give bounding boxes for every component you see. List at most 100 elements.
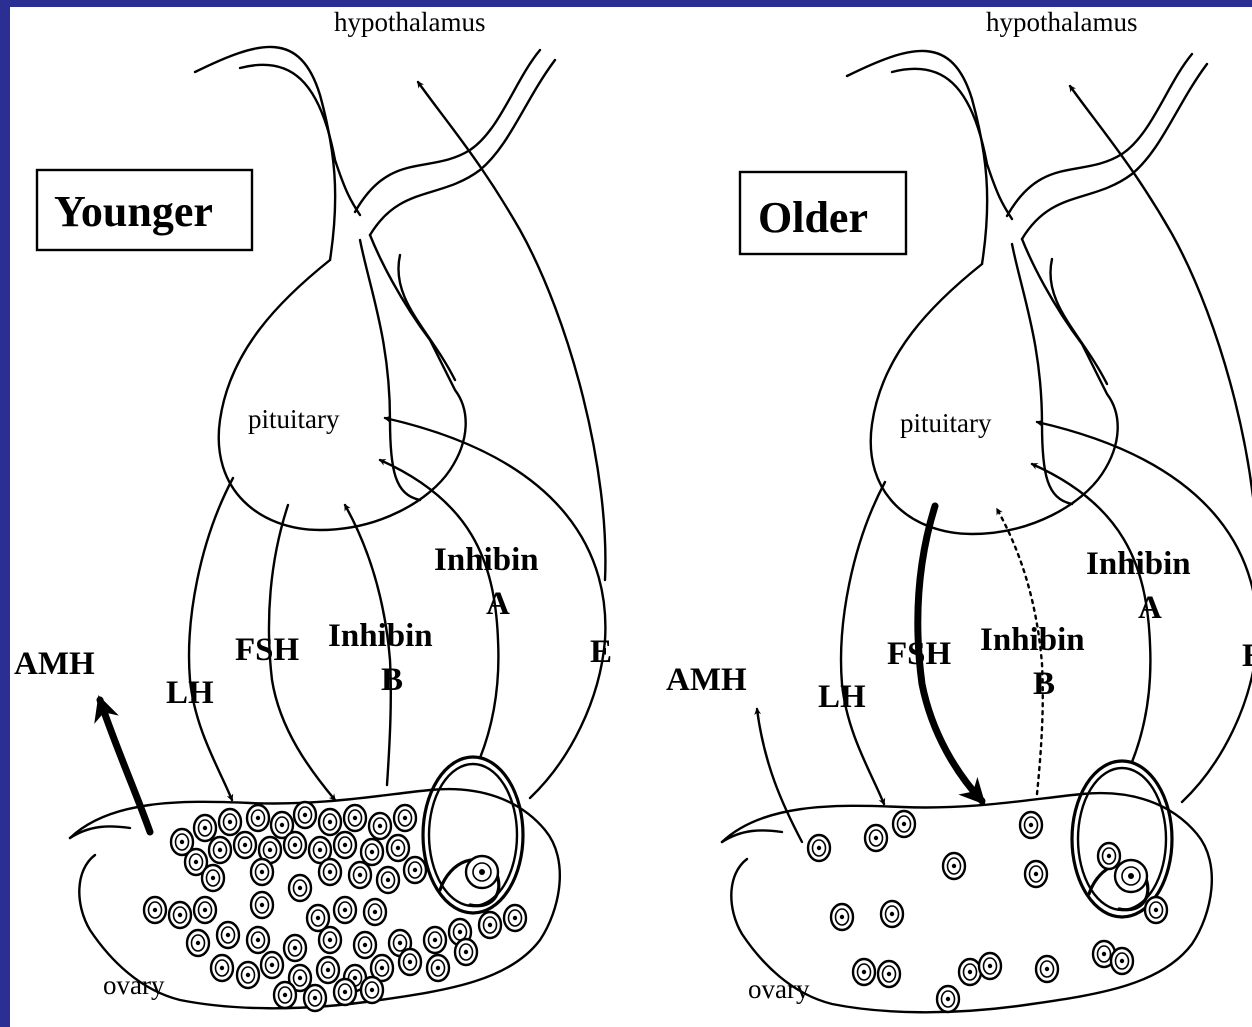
amh-arrow (757, 709, 802, 842)
stalk-left-inner (240, 65, 360, 215)
panel-older: hypothalamus pituitary ovary AMH LH FSH … (666, 7, 1252, 1012)
inhibin-b-letter: B (381, 662, 403, 698)
small-follicle (853, 959, 875, 985)
small-follicle (424, 927, 446, 953)
small-follicle (831, 904, 853, 930)
diagram-canvas: hypothalamus pituitary ovary AMH LH FSH … (10, 7, 1252, 1027)
fsh-label: FSH (887, 636, 952, 672)
small-follicle (865, 825, 887, 851)
panel-younger: hypothalamus pituitary ovary AMH LH FSH … (14, 7, 612, 1011)
inhibin-a-arrow (1032, 464, 1150, 762)
small-follicle (387, 835, 409, 861)
small-follicle (344, 805, 366, 831)
stalk-right-inner (370, 60, 555, 235)
estrogen-label: E (1242, 638, 1252, 674)
small-follicle (1111, 948, 1133, 974)
hormone-feedback-diagram: hypothalamus pituitary ovary AMH LH FSH … (10, 7, 1252, 1027)
small-follicle (361, 977, 383, 1003)
lh-label: LH (818, 679, 866, 715)
pituitary-right-loop (1050, 259, 1107, 384)
inhibin-a-label: Inhibin (1086, 546, 1191, 582)
small-follicle (369, 813, 391, 839)
ovary-label: ovary (748, 974, 810, 1004)
estrogen-hypothalamus-arrow (1070, 86, 1252, 584)
panel-title: Older (758, 193, 868, 242)
small-follicle (404, 857, 426, 883)
inhibin-a-letter: A (1138, 590, 1162, 626)
pituitary-outline (871, 239, 1118, 534)
amh-arrow (100, 700, 150, 832)
small-follicle (144, 897, 166, 923)
small-follicle (284, 935, 306, 961)
small-follicle (881, 901, 903, 927)
small-follicle (1036, 956, 1058, 982)
small-follicle (893, 811, 915, 837)
small-follicle (247, 927, 269, 953)
small-follicle (187, 930, 209, 956)
small-follicle (169, 902, 191, 928)
ovary-left-lip (722, 830, 782, 842)
small-follicle (234, 832, 256, 858)
small-follicle (219, 809, 241, 835)
small-follicle (937, 986, 959, 1012)
hypothalamus-label: hypothalamus (334, 7, 485, 37)
small-follicle (943, 853, 965, 879)
stalk-left-inner (892, 69, 1012, 219)
follicle-cluster-older (808, 811, 1167, 1012)
lh-arrow (189, 478, 233, 800)
small-follicle (209, 837, 231, 863)
inhibin-a-letter: A (486, 586, 510, 622)
small-follicle (334, 897, 356, 923)
estrogen-hypothalamus-arrow (418, 82, 605, 580)
small-follicle (479, 912, 501, 938)
small-follicle (317, 957, 339, 983)
small-follicle (194, 897, 216, 923)
small-follicle (455, 939, 477, 965)
small-follicle (202, 865, 224, 891)
small-follicle (377, 867, 399, 893)
small-follicle (274, 982, 296, 1008)
small-follicle (211, 955, 233, 981)
small-follicle (251, 892, 273, 918)
small-follicle (364, 899, 386, 925)
inhibin-a-arrow (380, 460, 498, 758)
pituitary-label: pituitary (248, 404, 340, 434)
small-follicle (959, 959, 981, 985)
small-follicle (361, 839, 383, 865)
lh-label: LH (166, 675, 214, 711)
small-follicle (979, 953, 1001, 979)
small-follicle (194, 815, 216, 841)
amh-label: AMH (666, 662, 747, 698)
dominant-follicle (1072, 761, 1172, 917)
small-follicle (289, 875, 311, 901)
small-follicle (261, 952, 283, 978)
fsh-label: FSH (235, 632, 300, 668)
small-follicle (394, 805, 416, 831)
small-follicle (399, 949, 421, 975)
small-follicle (427, 955, 449, 981)
small-follicle (319, 859, 341, 885)
small-follicle (251, 859, 273, 885)
small-follicle (319, 927, 341, 953)
small-follicle (294, 802, 316, 828)
small-follicle (334, 979, 356, 1005)
small-follicle (1020, 812, 1042, 838)
ovary-label: ovary (103, 970, 165, 1000)
small-follicle (1098, 843, 1120, 869)
small-follicle (1025, 861, 1047, 887)
small-follicle (319, 809, 341, 835)
small-follicle (334, 832, 356, 858)
small-follicle (237, 962, 259, 988)
stalk-right-inner (1022, 64, 1207, 239)
pituitary-outline (219, 235, 466, 530)
small-follicle (808, 835, 830, 861)
inhibin-b-letter: B (1033, 666, 1055, 702)
ovary-left-lip (70, 826, 130, 838)
inhibin-b-label: Inhibin (328, 618, 433, 654)
small-follicle (284, 832, 306, 858)
oocyte-nucleus (479, 869, 485, 875)
small-follicle (217, 922, 239, 948)
panel-title: Younger (54, 187, 213, 236)
inhibin-b-label: Inhibin (980, 622, 1085, 658)
small-follicle (354, 932, 376, 958)
